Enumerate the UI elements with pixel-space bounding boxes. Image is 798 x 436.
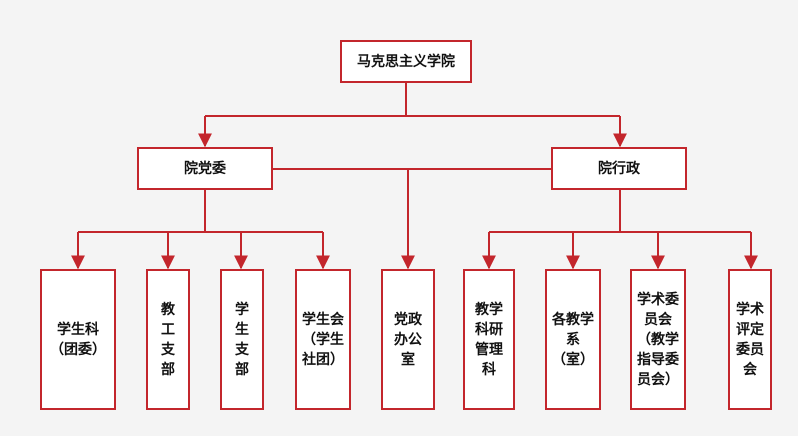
node-teaching-departments: 各教学 系 （室） bbox=[545, 269, 601, 410]
node-student-affairs: 学生科 （团委） bbox=[40, 269, 116, 410]
node-party-committee: 院党委 bbox=[137, 147, 273, 190]
node-academic-committee: 学术委 员会 （教学 指导委 员会） bbox=[630, 269, 686, 410]
node-label: 学 生 支 部 bbox=[235, 301, 249, 378]
node-root: 马克思主义学院 bbox=[340, 40, 472, 83]
node-student-union: 学生会 （学生 社团） bbox=[295, 269, 351, 410]
node-teaching-research-office: 教学 科研 管理 科 bbox=[463, 269, 515, 410]
node-root-label: 马克思主义学院 bbox=[357, 53, 455, 70]
node-administration: 院行政 bbox=[551, 147, 687, 190]
node-administration-label: 院行政 bbox=[598, 160, 640, 177]
node-label: 学生会 （学生 社团） bbox=[302, 311, 344, 368]
node-label: 教 工 支 部 bbox=[161, 301, 175, 378]
node-academic-evaluation-committee: 学术 评定 委员 会 bbox=[728, 269, 772, 410]
node-student-branch: 学 生 支 部 bbox=[220, 269, 264, 410]
node-party-office: 党政 办公 室 bbox=[381, 269, 435, 410]
node-label: 学术委 员会 （教学 指导委 员会） bbox=[637, 291, 679, 388]
node-label: 学术 评定 委员 会 bbox=[736, 301, 764, 378]
node-party-committee-label: 院党委 bbox=[184, 160, 226, 177]
node-label: 党政 办公 室 bbox=[394, 311, 422, 368]
node-label: 各教学 系 （室） bbox=[552, 311, 594, 368]
node-label: 教学 科研 管理 科 bbox=[475, 301, 503, 378]
node-staff-branch: 教 工 支 部 bbox=[146, 269, 190, 410]
node-label: 学生科 （团委） bbox=[50, 321, 106, 358]
